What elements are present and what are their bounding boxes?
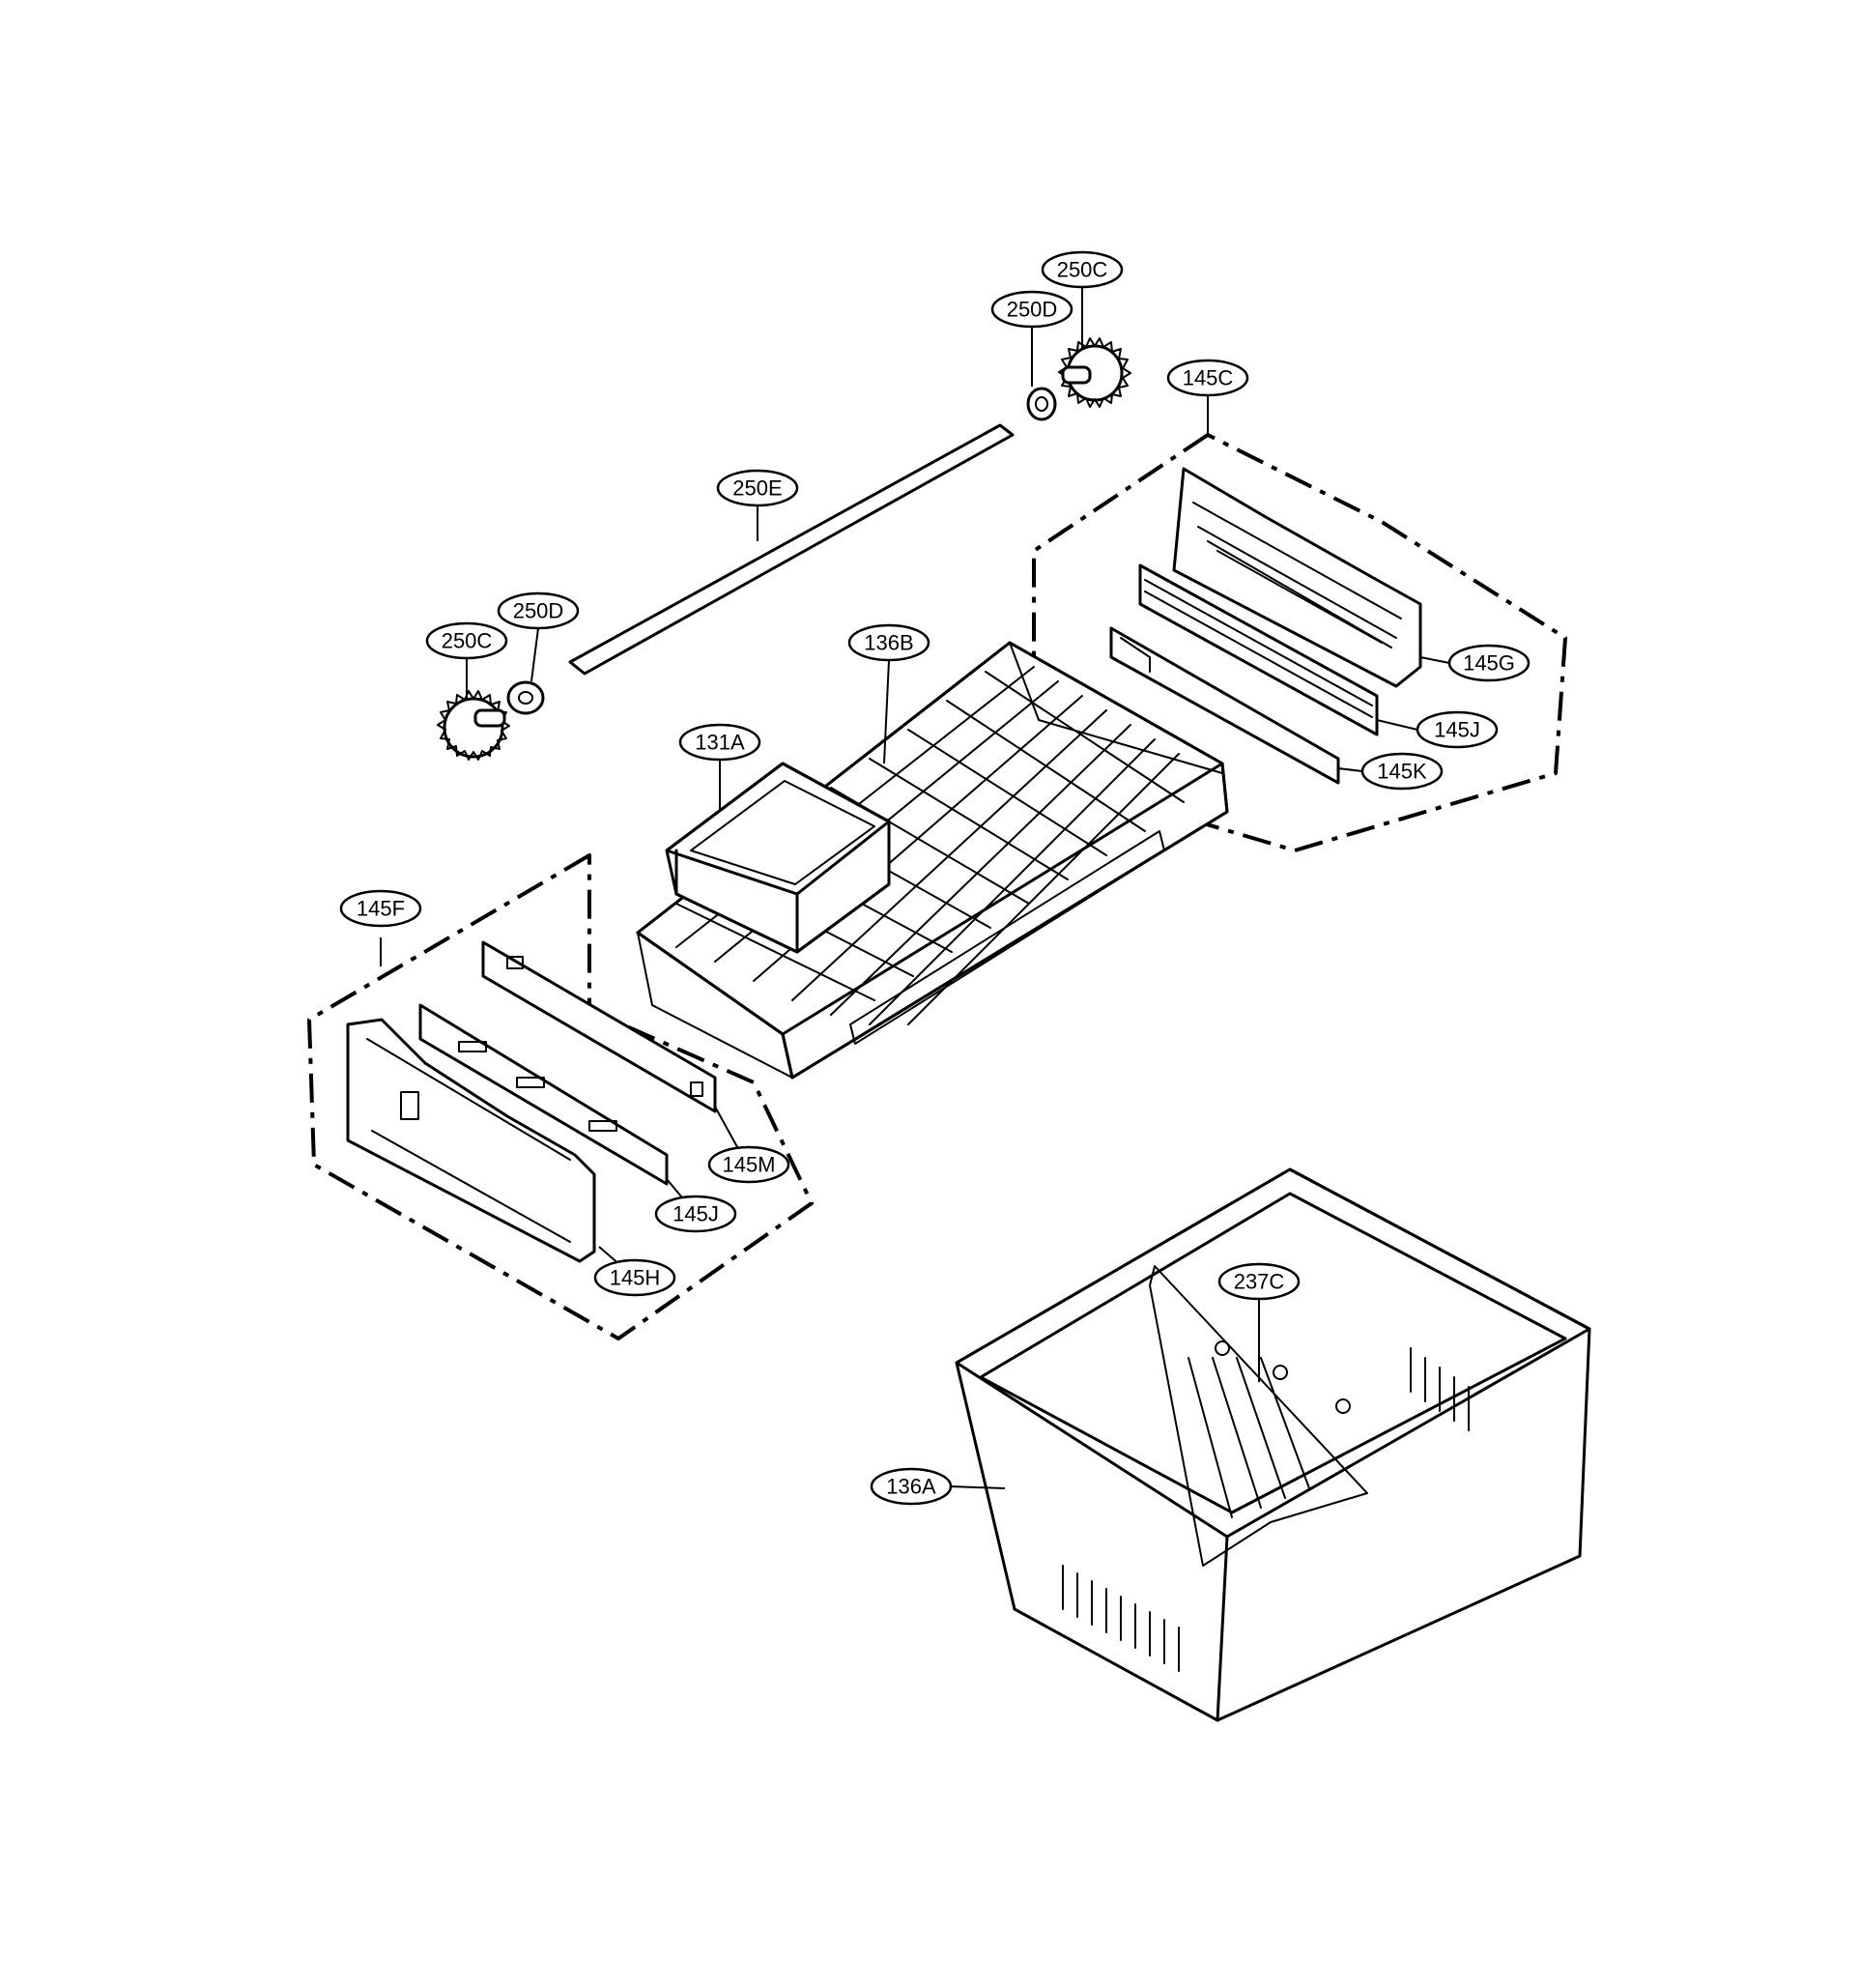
rail-250e [568,423,1015,676]
cover-145m [481,940,717,1113]
callout-145j-left: 145J [654,1195,737,1233]
svg-text:145J: 145J [1434,718,1480,742]
callout-237c: 237C [1217,1262,1301,1301]
group-outline-145c [1032,433,1567,852]
bracket-145h [346,1018,596,1263]
svg-text:136A: 136A [886,1475,936,1499]
callout-131a: 131A [678,723,761,762]
svg-text:250D: 250D [1007,298,1058,322]
svg-text:136B: 136B [864,631,913,655]
svg-text:250C: 250C [442,629,493,653]
svg-text:250D: 250D [513,599,564,623]
callout-250d-top: 250D [990,290,1073,329]
pinion-gear-250c-left [437,690,510,761]
svg-text:145G: 145G [1463,651,1515,676]
svg-text:250C: 250C [1057,258,1108,282]
callout-145j-right: 145J [1416,710,1499,749]
callout-145m: 145M [707,1145,790,1184]
svg-text:145J: 145J [672,1202,719,1226]
slide-rail-145j-right [1138,563,1379,736]
callout-136b: 136B [847,623,930,662]
callout-145f: 145F [339,889,422,928]
bin-131a [665,762,891,954]
callout-145c: 145C [1166,359,1249,397]
svg-text:145M: 145M [722,1153,775,1177]
washer-250d-left [506,680,545,715]
callout-145k: 145K [1360,752,1444,791]
svg-text:131A: 131A [695,731,745,755]
svg-text:145H: 145H [610,1266,661,1290]
callout-250c-left: 250C [425,621,508,660]
svg-text:237C: 237C [1234,1270,1285,1294]
callout-250d-left: 250D [497,591,580,630]
svg-text:250E: 250E [732,476,782,501]
callout-136a: 136A [870,1467,953,1506]
callout-145h: 145H [593,1258,676,1297]
svg-text:145K: 145K [1377,760,1427,784]
wire-basket-136b [636,641,1229,1080]
washer-250d-top [1026,387,1057,421]
svg-text:145C: 145C [1183,366,1234,390]
callout-250c-top: 250C [1041,250,1124,289]
callout-250e: 250E [716,469,799,507]
crisper-drawer-136a [955,1167,1591,1722]
slide-rail-145j-left [418,1003,669,1186]
bracket-145g [1172,467,1422,688]
cover-145k [1109,626,1340,785]
callout-145g: 145G [1447,644,1531,682]
svg-text:145F: 145F [357,897,405,921]
pinion-gear-250c-top [1058,337,1131,408]
